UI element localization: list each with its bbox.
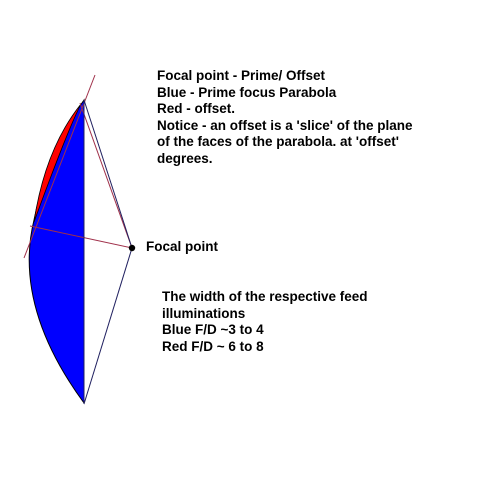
notes-text-block: Focal point - Prime/ Offset Blue - Prime… xyxy=(157,68,412,167)
prime-ray-bottom xyxy=(83,247,133,405)
notes-line: degrees. xyxy=(157,150,213,166)
notes-line: Focal point - Prime/ Offset xyxy=(157,68,326,83)
notes-line: of the faces of the parabola. at 'offset… xyxy=(157,134,399,149)
offset-dish xyxy=(33,103,82,223)
focal-point-dot xyxy=(128,244,136,252)
notes-line: Blue - Prime focus Parabola xyxy=(157,84,337,100)
feed-line: Red F/D ~ 6 to 8 xyxy=(162,338,264,354)
notes-line: Notice - an offset is a 'slice' of the p… xyxy=(157,117,413,133)
feed-line: illuminations xyxy=(162,305,246,321)
prime-ray-top xyxy=(83,99,133,249)
feed-text-block: The width of the respective feed illumin… xyxy=(162,289,368,355)
focal-point-label: Focal point xyxy=(146,239,218,254)
offset-ray-top xyxy=(79,102,133,249)
feed-line: The width of the respective feed xyxy=(162,289,368,304)
notes-line: Red - offset. xyxy=(157,101,236,116)
offset-ray-bottom xyxy=(29,225,133,249)
feed-line: Blue F/D ~3 to 4 xyxy=(162,322,264,337)
